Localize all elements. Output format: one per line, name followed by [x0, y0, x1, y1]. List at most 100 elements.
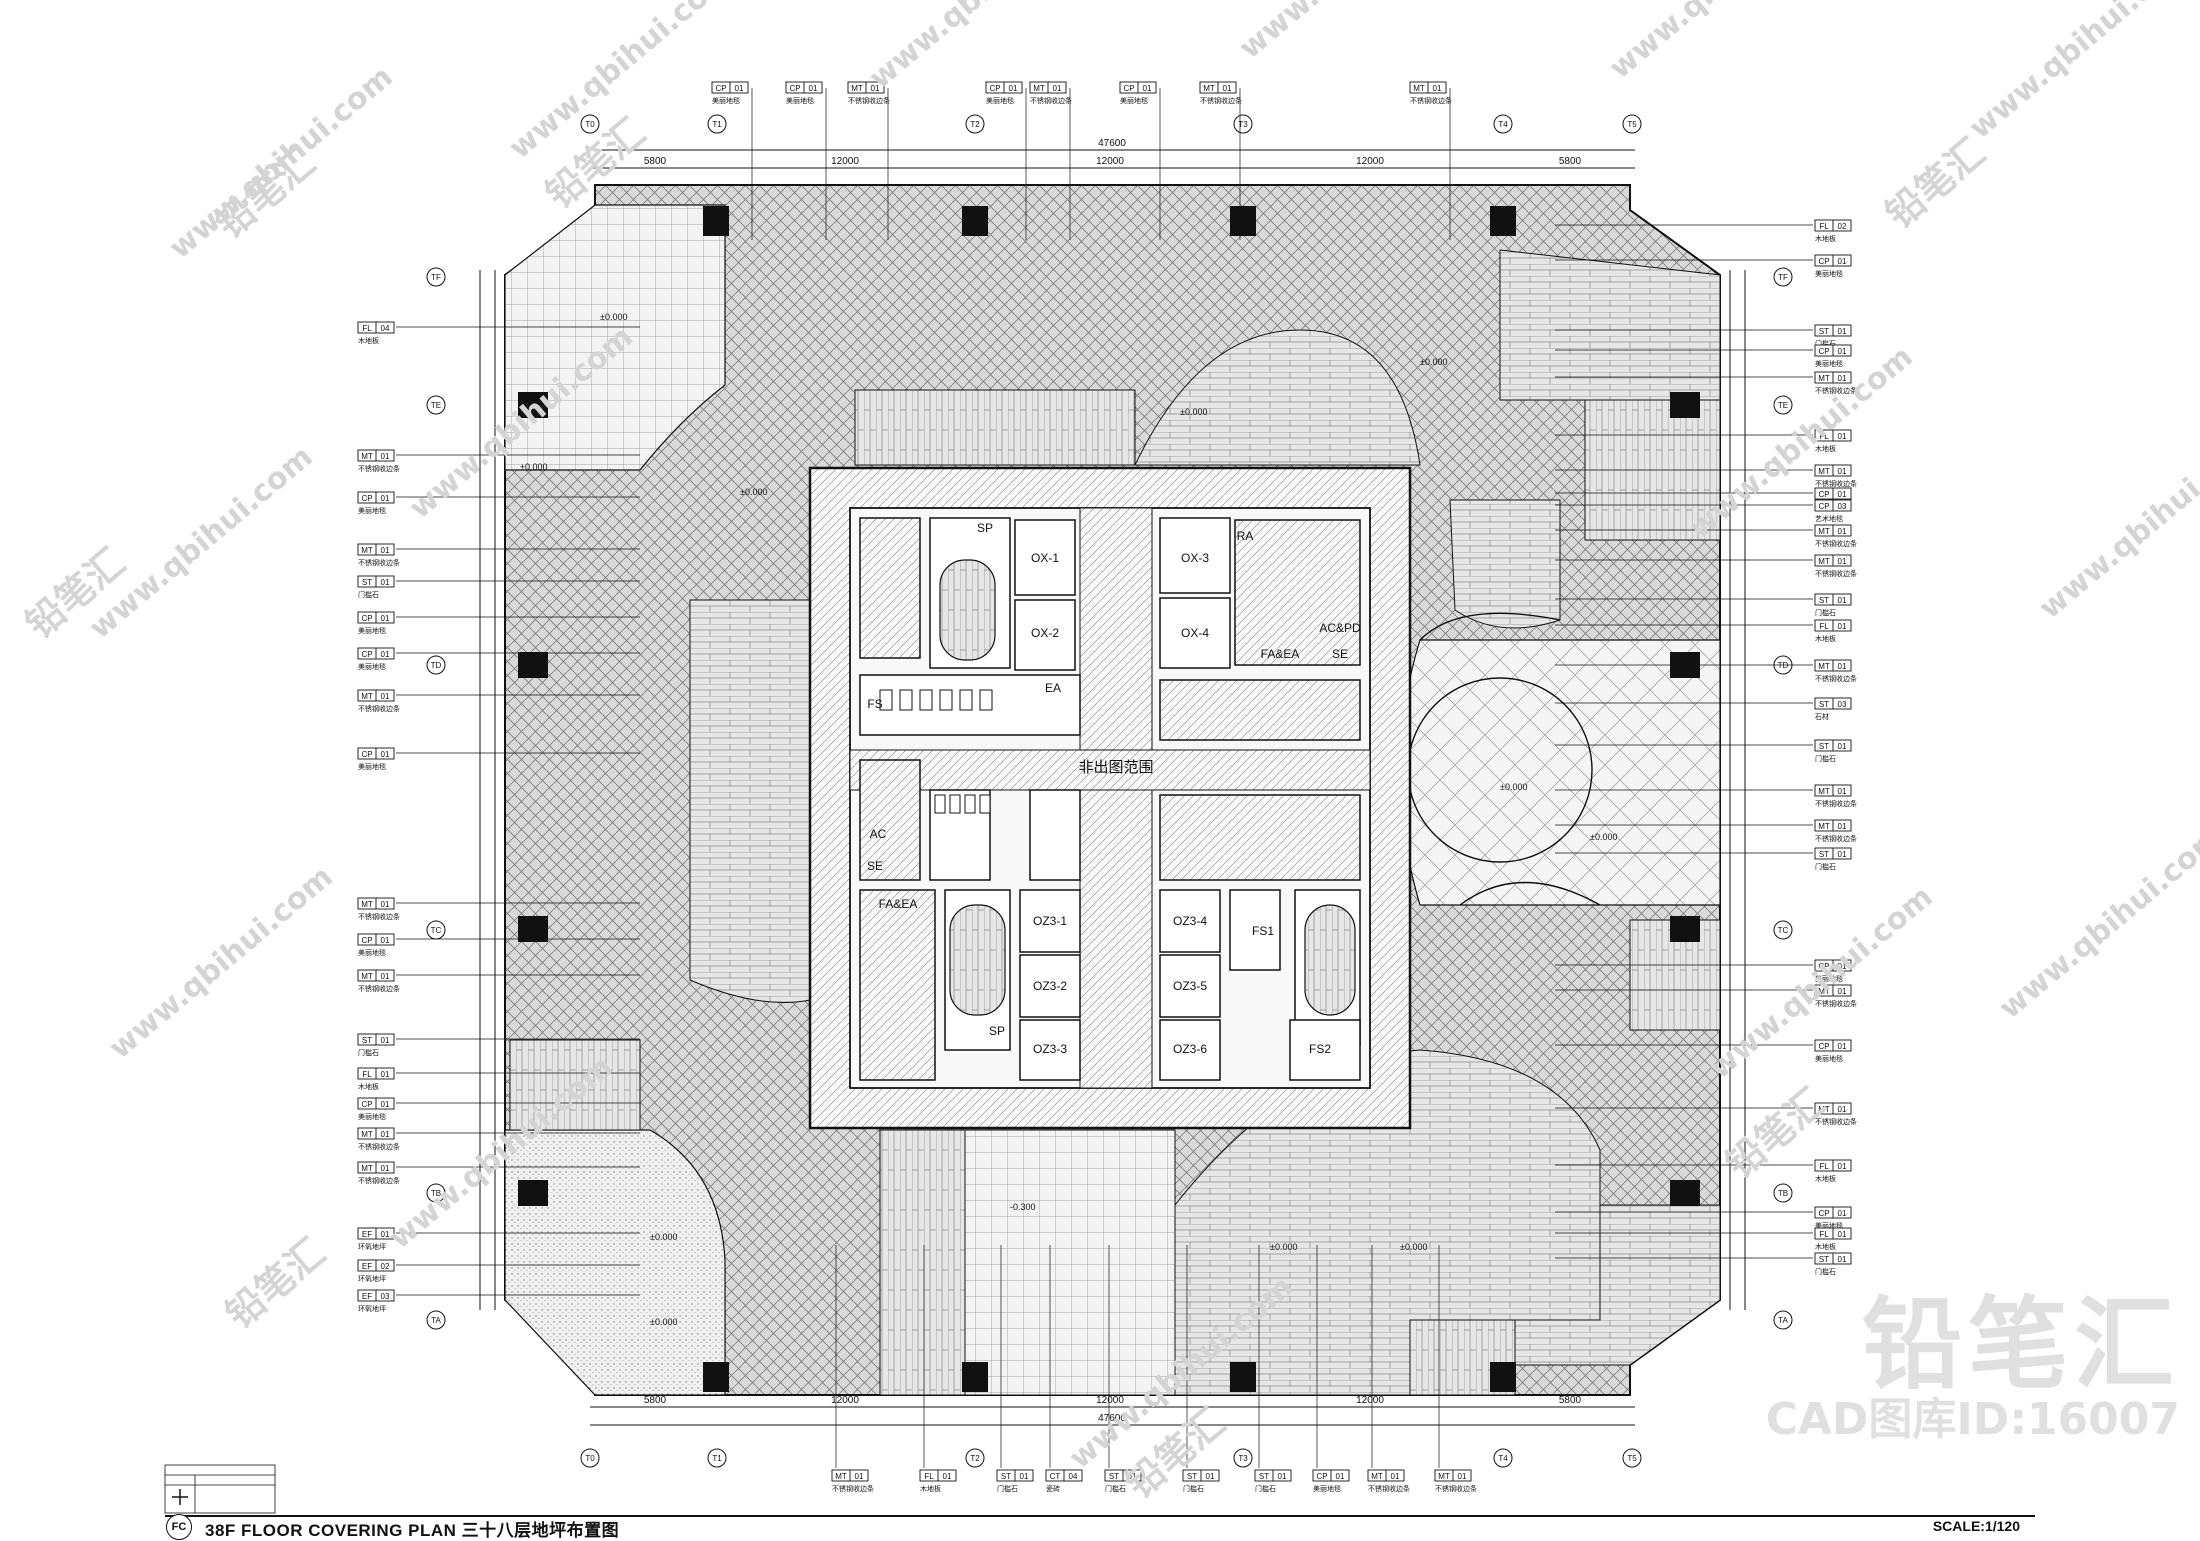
material-code: FL [1819, 1230, 1829, 1239]
material-desc: 不锈钢收边条 [1815, 1117, 1857, 1126]
zone-ne-plank [1499, 249, 1721, 401]
material-num: 01 [381, 452, 390, 461]
svg-text:TD: TD [431, 661, 442, 670]
core-rooms [859, 517, 1361, 1081]
material-code: MT [1818, 662, 1830, 671]
svg-text:±0.000: ±0.000 [520, 462, 547, 472]
zone-nw-tile [504, 204, 726, 471]
svg-text:±0.000: ±0.000 [600, 312, 627, 322]
material-num: 01 [381, 614, 390, 623]
room-fs1: FS1 [1252, 924, 1274, 938]
material-code: MT [1413, 84, 1425, 93]
material-desc: 门槛石 [1815, 339, 1836, 348]
material-code: MT [1818, 467, 1830, 476]
material-code: CP [715, 84, 726, 93]
material-desc: 美丽地毯 [358, 1112, 386, 1121]
material-num: 01 [1128, 1472, 1137, 1481]
drawing-scale: SCALE:1/120 [1932, 1518, 2020, 1534]
material-num: 01 [381, 972, 390, 981]
material-desc: 不锈钢收边条 [1815, 834, 1857, 843]
material-num: 01 [1838, 1162, 1847, 1171]
room-fs: FS [867, 697, 882, 711]
material-num: 01 [381, 750, 390, 759]
material-code: ST [362, 1036, 372, 1045]
material-num: 01 [1838, 327, 1847, 336]
svg-text:5800: 5800 [644, 156, 667, 167]
title-bar [165, 1515, 2035, 1539]
material-num: 01 [1143, 84, 1152, 93]
material-code: CP [361, 650, 372, 659]
material-desc: 木地板 [920, 1484, 941, 1493]
svg-text:±0.000: ±0.000 [1180, 407, 1207, 417]
material-desc: 木地板 [1815, 1174, 1836, 1183]
core-room-labels: 非出图范围 OX-1 OX-2 OX-3 OX-4 OZ3-1 OZ3-2 OZ… [867, 521, 1361, 1056]
room-ox4: OX-4 [1181, 626, 1209, 640]
svg-text:47600: 47600 [1098, 1413, 1126, 1424]
material-code: ST [1819, 850, 1829, 859]
svg-text:±0.000: ±0.000 [1500, 782, 1527, 792]
material-code: CP [1123, 84, 1134, 93]
material-desc: 艺术地毯 [1815, 514, 1843, 523]
material-code: EF [362, 1230, 372, 1239]
material-code: MT [1818, 557, 1830, 566]
zone-ne-lobby [1449, 499, 1561, 629]
material-code: MT [851, 84, 863, 93]
material-desc: 不锈钢收边条 [358, 1176, 400, 1185]
svg-text:±0.000: ±0.000 [650, 1317, 677, 1327]
room-oz32: OZ3-2 [1033, 979, 1067, 993]
material-num: 01 [381, 650, 390, 659]
material-code: MT [1033, 84, 1045, 93]
material-desc: 美丽地毯 [358, 662, 386, 671]
material-num: 01 [381, 546, 390, 555]
zone-sw-speckle [504, 1129, 726, 1396]
material-code: MT [1438, 1472, 1450, 1481]
material-desc: 门槛石 [1255, 1484, 1276, 1493]
material-desc: 门槛石 [1815, 754, 1836, 763]
material-num: 01 [1838, 1042, 1847, 1051]
zone-s-tile [964, 1129, 1176, 1396]
material-desc: 门槛石 [1105, 1484, 1126, 1493]
material-num: 01 [1838, 962, 1847, 971]
material-desc: 不锈钢收边条 [358, 704, 400, 713]
material-num: 01 [381, 900, 390, 909]
material-num: 01 [1053, 84, 1062, 93]
material-code: MT [361, 692, 373, 701]
zone-s-plank [879, 1129, 966, 1396]
watermark-url: www.qbihui.com [83, 439, 320, 646]
material-desc: 美丽地毯 [1815, 1221, 1843, 1230]
svg-text:12000: 12000 [1356, 156, 1384, 167]
svg-text:TF: TF [1778, 273, 1788, 282]
material-desc: 美丽地毯 [1313, 1484, 1341, 1493]
svg-text:12000: 12000 [831, 156, 859, 167]
svg-text:±0.000: ±0.000 [1400, 1242, 1427, 1252]
material-code: ST [1819, 700, 1829, 709]
material-num: 01 [381, 578, 390, 587]
svg-text:±0.000: ±0.000 [1590, 832, 1617, 842]
material-code: MT [361, 1130, 373, 1139]
svg-text:TF: TF [431, 273, 441, 282]
material-desc: 美丽地毯 [358, 506, 386, 515]
material-num: 01 [381, 1036, 390, 1045]
material-num: 02 [381, 1262, 390, 1271]
material-num: 01 [1838, 622, 1847, 631]
material-desc: 门槛石 [1815, 862, 1836, 871]
svg-text:T0: T0 [585, 120, 595, 129]
material-code: MT [361, 900, 373, 909]
